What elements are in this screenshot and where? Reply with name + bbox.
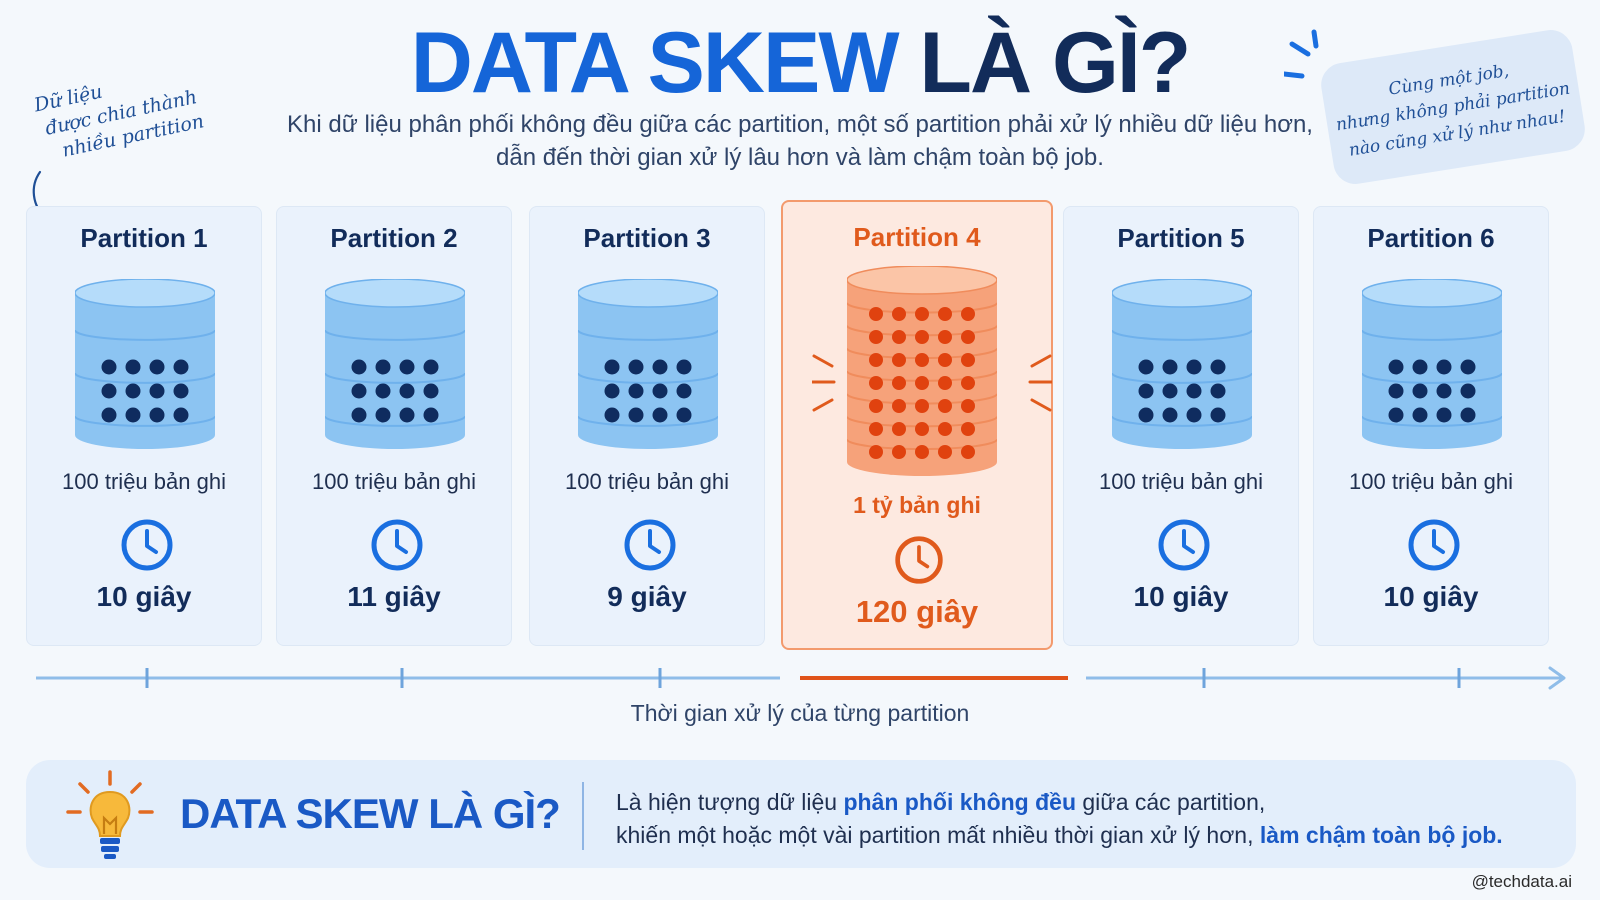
clock-icon (1158, 519, 1210, 571)
partition-records: 100 triệu bản ghi (312, 469, 476, 494)
partition-time: 10 giây (1133, 581, 1229, 612)
partition-card-2: Partition 2 100 triệu bản ghi 11 giây (276, 206, 512, 646)
banner-line2: khiến một hoặc một vài partition mất nhi… (616, 819, 1536, 852)
banner-line1-a: Là hiện tượng dữ liệu (616, 789, 844, 815)
clock-icon (371, 519, 423, 571)
banner-divider (582, 782, 584, 850)
partition-name: Partition 1 (80, 223, 208, 253)
lightbulb-icon (66, 770, 154, 859)
partition-time: 10 giây (1383, 581, 1479, 612)
definition-banner (26, 760, 1576, 868)
database-icon (325, 279, 465, 449)
partition-card-4: Partition 4 1 tỷ bản ghi 120 giây (781, 200, 1053, 650)
partition-name: Partition 6 (1367, 223, 1495, 253)
partition-name: Partition 4 (853, 222, 981, 252)
pressure-lines-left-icon (812, 354, 836, 412)
emphasis-sparks-icon (1284, 29, 1319, 79)
partition-name: Partition 2 (330, 223, 458, 253)
banner-line1-highlight: phân phối không đều (843, 789, 1076, 815)
partition-time: 9 giây (607, 581, 687, 612)
banner-line1: Là hiện tượng dữ liệu phân phối không đề… (616, 786, 1536, 819)
banner-line1-b: giữa các partition, (1076, 789, 1266, 815)
banner-title: DATA SKEW LÀ GÌ? (180, 790, 561, 837)
page-title: DATA SKEW LÀ GÌ? (0, 18, 1600, 108)
partition-time: 120 giây (855, 594, 979, 629)
credit: @techdata.ai (1471, 872, 1572, 891)
clock-icon (1408, 519, 1460, 571)
title-part1: DATA SKEW (410, 15, 900, 111)
clock-icon (121, 519, 173, 571)
partition-records: 100 triệu bản ghi (1099, 469, 1263, 494)
title-part2: LÀ GÌ? (919, 15, 1191, 111)
partition-records: 100 triệu bản ghi (1349, 469, 1513, 494)
partition-card-5: Partition 5 100 triệu bản ghi 10 giây (1063, 206, 1299, 646)
timeline-axis (36, 666, 1566, 690)
partition-records: 100 triệu bản ghi (565, 469, 729, 494)
banner-text: Là hiện tượng dữ liệu phân phối không đề… (616, 786, 1536, 852)
database-icon (578, 279, 718, 449)
database-icon (1362, 279, 1502, 449)
database-large-icon (847, 266, 997, 476)
partition-time: 11 giây (347, 581, 441, 612)
partition-card-6: Partition 6 100 triệu bản ghi 10 giây (1313, 206, 1549, 646)
partition-card-3: Partition 3 100 triệu bản ghi 9 giây (529, 206, 765, 646)
partition-records: 1 tỷ bản ghi (853, 492, 981, 518)
banner-line2-a: khiến một hoặc một vài partition mất nhi… (616, 822, 1260, 848)
clock-icon (624, 519, 676, 571)
subtitle-line1: Khi dữ liệu phân phối không đều giữa các… (287, 111, 1313, 138)
banner-line2-highlight: làm chậm toàn bộ job. (1259, 822, 1503, 848)
subtitle-line2: dẫn đến thời gian xử lý lâu hơn và làm c… (496, 144, 1104, 171)
partition-time: 10 giây (96, 581, 192, 612)
partition-card-1: Partition 1 100 triệu bản ghi 10 giây (26, 206, 262, 646)
clock-icon (895, 536, 943, 584)
database-icon (75, 279, 215, 449)
timeline-label: Thời gian xử lý của từng partition (630, 700, 970, 726)
database-icon (1112, 279, 1252, 449)
partition-name: Partition 5 (1117, 223, 1245, 253)
partition-name: Partition 3 (583, 223, 711, 253)
pressure-lines-right-icon (1028, 354, 1052, 412)
subtitle: Khi dữ liệu phân phối không đều giữa các… (250, 108, 1350, 174)
partition-records: 100 triệu bản ghi (62, 469, 226, 494)
